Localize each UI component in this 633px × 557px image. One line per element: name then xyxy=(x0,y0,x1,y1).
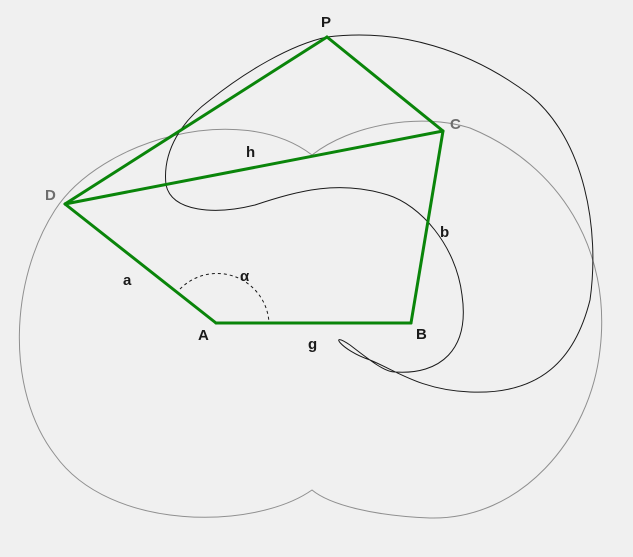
alpha-angle-arc xyxy=(179,272,270,324)
label-a: a xyxy=(123,272,132,289)
bar-a xyxy=(63,202,218,325)
label-D: D xyxy=(45,187,56,204)
bar-h xyxy=(63,129,445,206)
bar-pc xyxy=(325,35,445,133)
label-A: A xyxy=(198,327,209,344)
bar-b xyxy=(409,129,445,325)
label-alpha: α xyxy=(240,268,250,285)
label-b: b xyxy=(440,224,449,241)
label-B: B xyxy=(416,326,427,343)
joint-trace-curve xyxy=(18,120,603,519)
label-g: g xyxy=(308,336,317,353)
label-h: h xyxy=(246,144,255,161)
label-P: P xyxy=(321,14,331,31)
linkage-bars xyxy=(63,35,445,325)
label-C: C xyxy=(450,116,461,133)
coupler-curve xyxy=(165,34,594,393)
bar-dp xyxy=(63,35,329,206)
